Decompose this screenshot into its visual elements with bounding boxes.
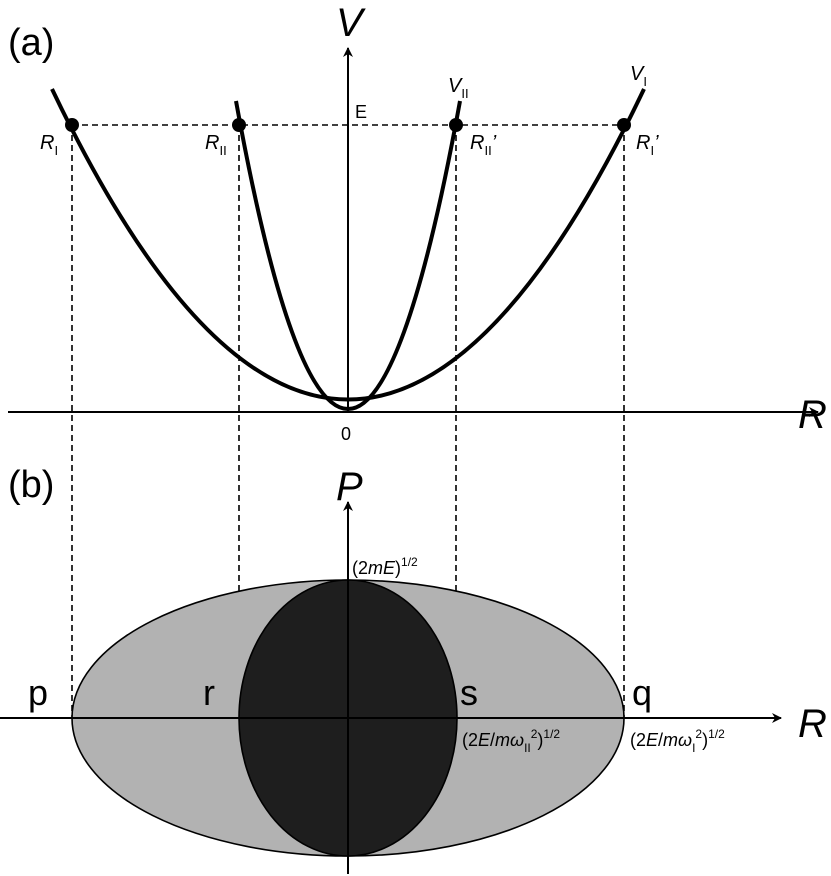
- label-r1: RI: [40, 132, 58, 158]
- curve-label-v1: VI: [630, 63, 647, 89]
- energy-label: E: [355, 102, 367, 122]
- curve-label-v2: VII: [448, 75, 469, 101]
- panel-b-label: (b): [8, 464, 54, 506]
- amplitude-label-i: (2E/mωI2)1/2: [630, 727, 725, 755]
- p-axis-label: P: [336, 465, 363, 509]
- point-s-label: s: [460, 672, 478, 713]
- turning-point-r2-prime: [449, 118, 463, 132]
- v-axis-label: V: [336, 1, 366, 45]
- wide-potential-curve: [50, 88, 646, 402]
- origin-label: 0: [341, 424, 351, 444]
- label-r1-prime: RI’: [636, 132, 659, 158]
- panel-a-label: (a): [8, 22, 54, 64]
- point-p-label: p: [28, 672, 48, 713]
- turning-point-r1-prime: [617, 118, 631, 132]
- point-r-label: r: [203, 672, 215, 713]
- r-axis-label-bottom: R: [798, 702, 827, 746]
- point-q-label: q: [632, 672, 652, 713]
- p-max-label: (2mE)1/2: [352, 555, 418, 578]
- amplitude-label-ii: (2E/mωII2)1/2: [462, 727, 560, 755]
- r-axis-label-top: R: [798, 393, 827, 437]
- turning-point-r2: [232, 118, 246, 132]
- narrow-potential-curve: [234, 100, 462, 411]
- label-r2: RII: [205, 132, 227, 158]
- turning-point-r1: [65, 118, 79, 132]
- label-r2-prime: RII’: [470, 132, 497, 158]
